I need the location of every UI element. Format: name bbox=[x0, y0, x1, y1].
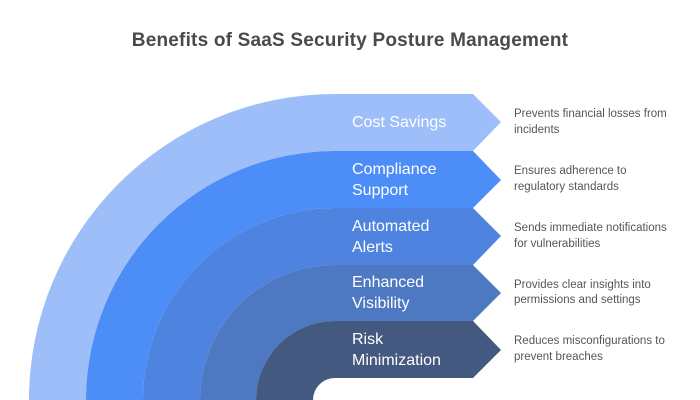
band-arc-risk-minimization bbox=[256, 321, 501, 400]
band-label-automated-alerts: Automated Alerts bbox=[352, 217, 430, 256]
band-arc-cost-savings bbox=[29, 94, 501, 400]
band-arc-enhanced-visibility bbox=[200, 265, 501, 400]
band-description-cost-savings: Prevents financial losses from incidents bbox=[514, 108, 667, 136]
band-label-enhanced-visibility: Enhanced Visibility bbox=[352, 274, 425, 312]
band-label-cost-savings: Cost Savings bbox=[352, 114, 447, 131]
band-description-compliance-support: Ensures adherence to regulatory standard… bbox=[514, 165, 627, 193]
band-arc-automated-alerts bbox=[143, 208, 501, 400]
band-description-automated-alerts: Sends immediate notifications for vulner… bbox=[514, 222, 667, 250]
band-arc-compliance-support bbox=[86, 151, 501, 400]
band-description-risk-minimization: Reduces misconfigurations to prevent bre… bbox=[514, 335, 665, 363]
band-label-risk-minimization: Risk Minimization bbox=[352, 330, 441, 369]
band-label-compliance-support: Compliance Support bbox=[352, 160, 437, 199]
page-title: Benefits of SaaS Security Posture Manage… bbox=[131, 30, 569, 51]
band-description-enhanced-visibility: Provides clear insights into permissions… bbox=[514, 278, 651, 307]
